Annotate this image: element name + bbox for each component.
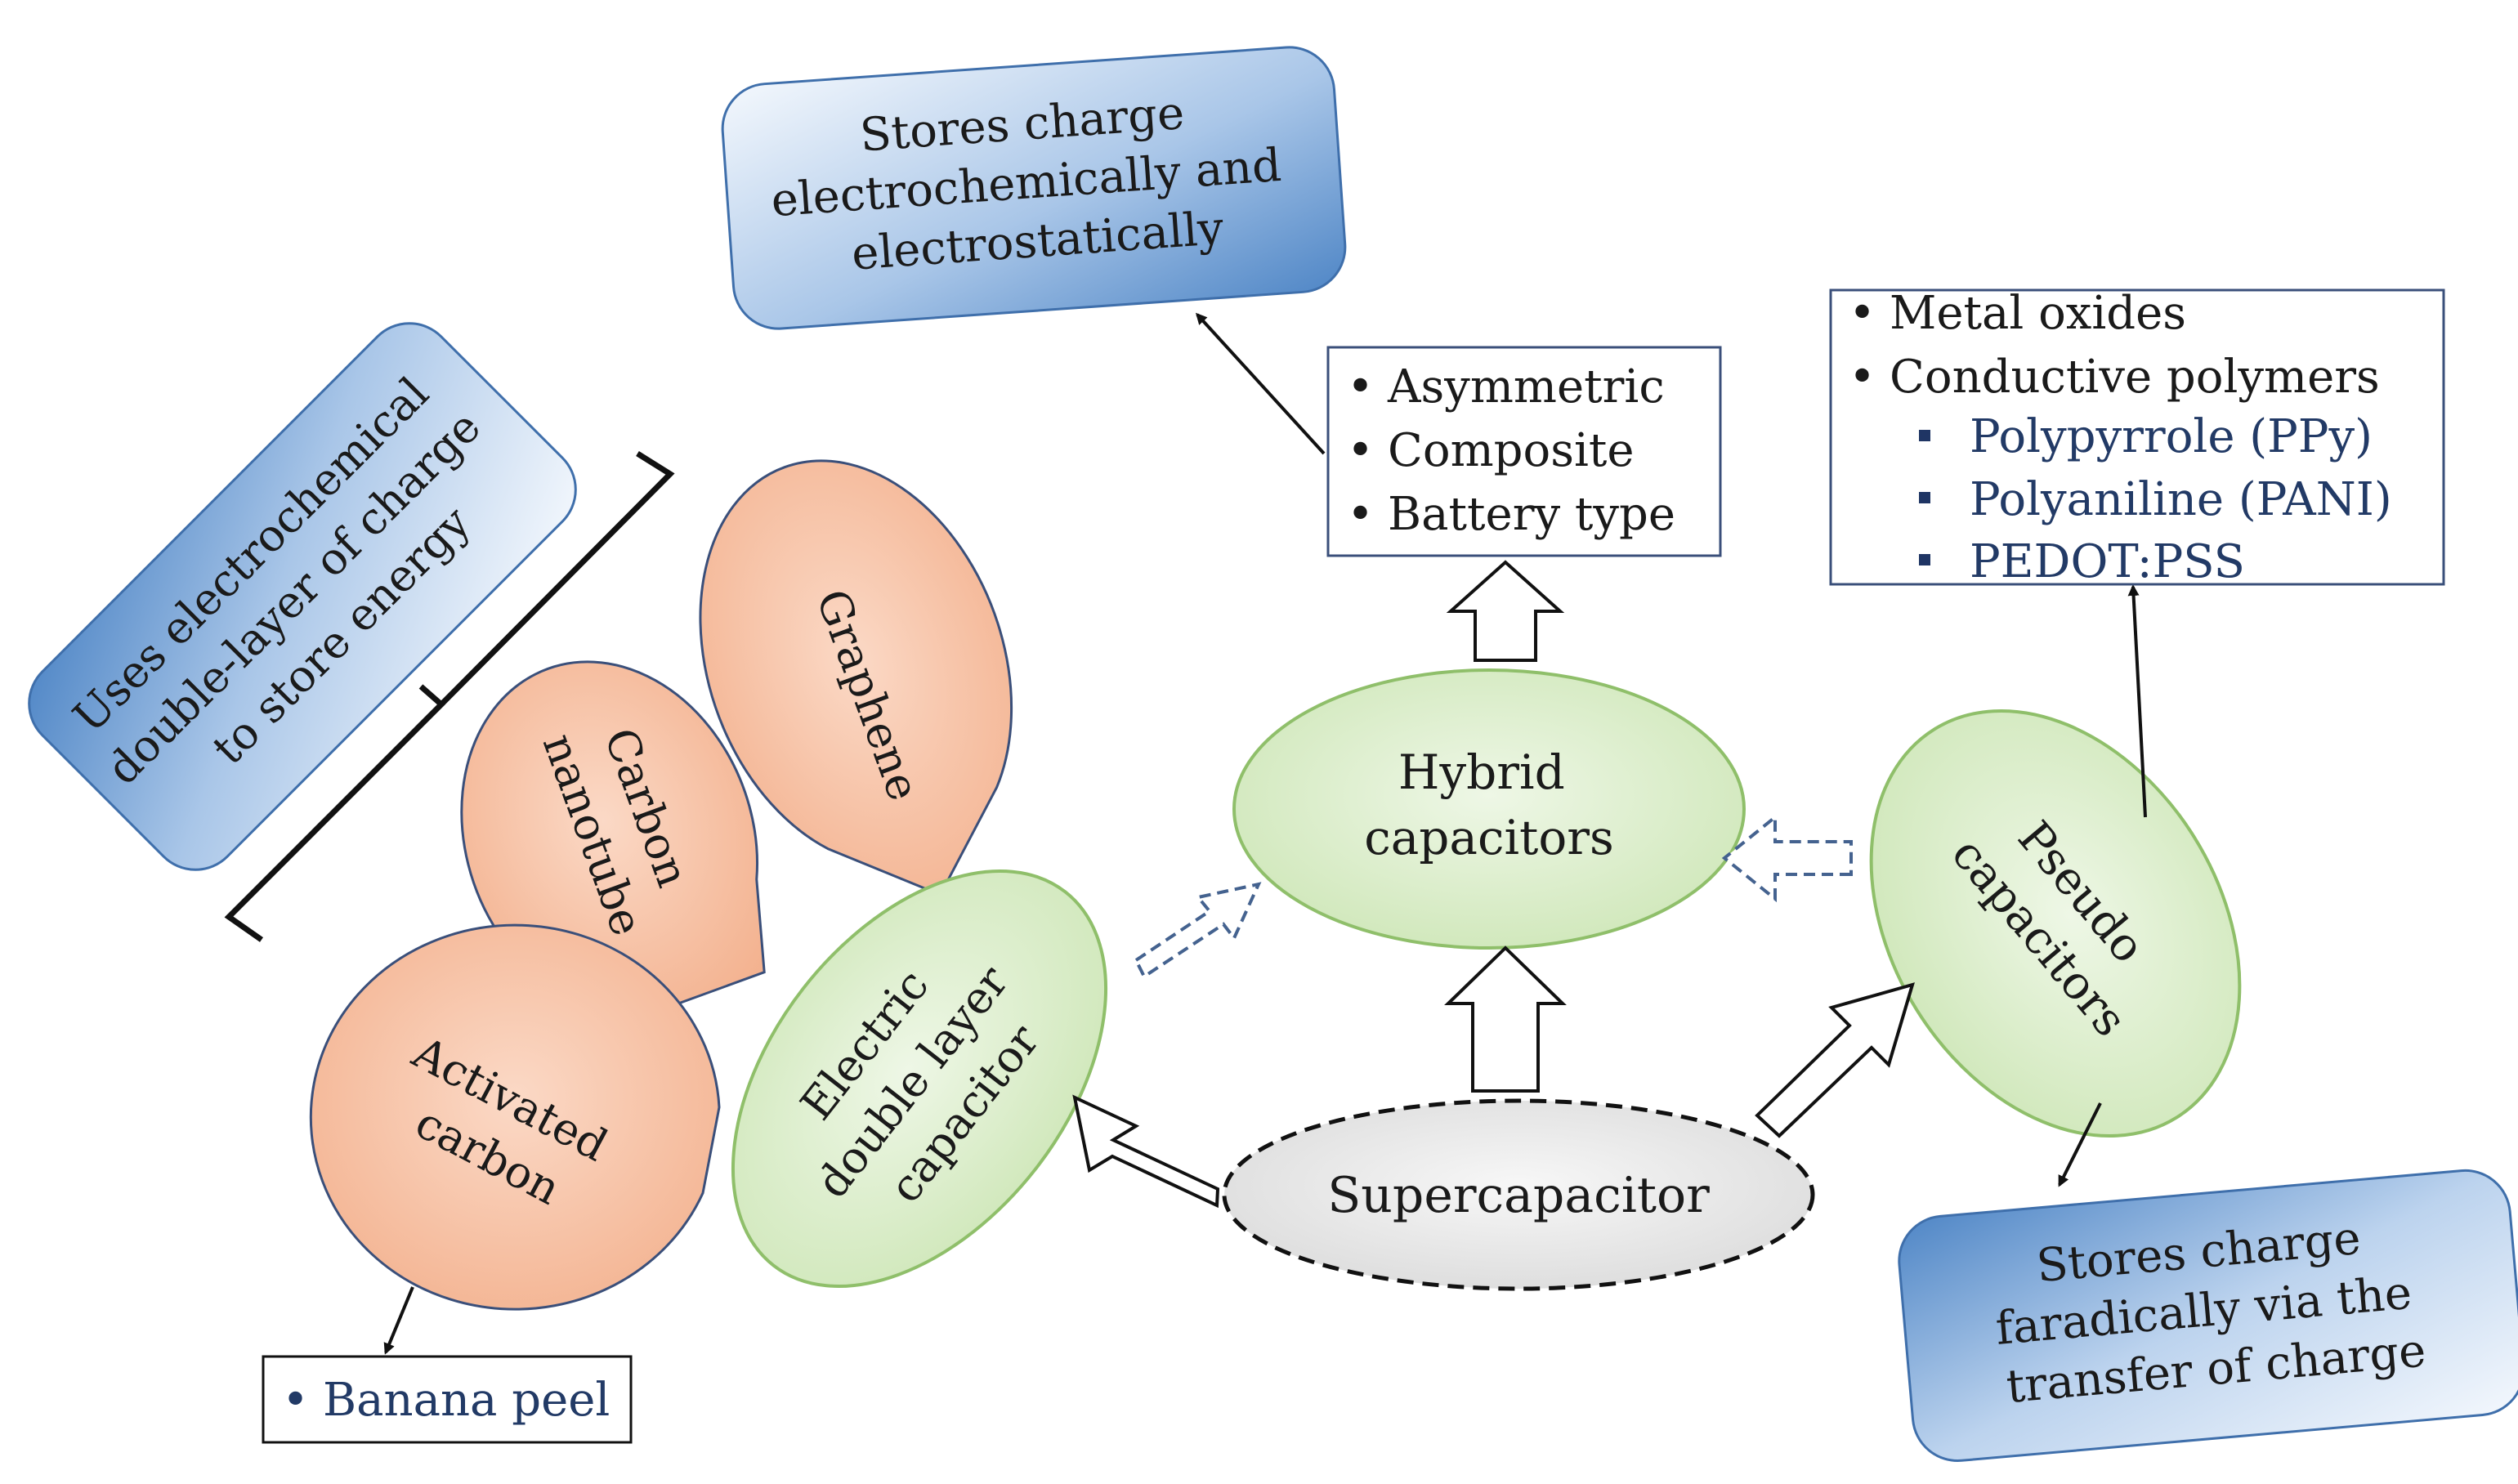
connector-hybrid-types-to-description <box>1195 312 1326 455</box>
square-bullet-icon <box>1919 554 1930 565</box>
supercapacitor-label: Supercapacitor <box>1327 1167 1710 1224</box>
graphene-teardrop: Graphene <box>699 459 1013 896</box>
svg-text:• Battery type: • Battery type <box>1347 488 1675 541</box>
connector-pseudo-to-materials <box>2127 584 2147 818</box>
pseudo-material-item-1: Metal oxides <box>1890 287 2186 340</box>
svg-text:• Asymmetric: • Asymmetric <box>1347 360 1665 413</box>
pseudo-ellipse: Pseudo capacitors <box>1869 708 2242 1138</box>
banana-peel-list: • Banana peel <box>262 1355 633 1444</box>
pseudo-subitem-2: Polyaniline (PANI) <box>1970 473 2392 526</box>
pseudo-description-box: Stores charge faradically via the transf… <box>1898 1169 2518 1462</box>
hybrid-ellipse: Hybrid capacitors <box>1232 668 1746 950</box>
hybrid-description-box: Stores charge electrochemically and elec… <box>721 46 1347 330</box>
dashed-arrow-pseudo-to-hybrid <box>1721 813 1853 903</box>
activated-carbon-teardrop: Activated carbon <box>309 923 721 1311</box>
svg-text:• Conductive polymers: • Conductive polymers <box>1849 351 2380 404</box>
edlc-ellipse: Electric double layer capacitor <box>731 869 1108 1288</box>
svg-text:• Metal oxides: • Metal oxides <box>1849 287 2186 340</box>
dashed-arrow-edlc-to-hybrid <box>1134 882 1262 979</box>
arrow-hybrid-to-types <box>1446 560 1565 662</box>
square-bullet-icon <box>1919 430 1930 441</box>
svg-text:• Banana peel: • Banana peel <box>282 1374 610 1427</box>
svg-text:• Composite: • Composite <box>1347 424 1635 477</box>
pseudo-subitem-3: PEDOT:PSS <box>1970 535 2245 588</box>
arrow-to-hybrid <box>1444 945 1567 1093</box>
hybrid-label-line-2: capacitors <box>1364 810 1614 865</box>
pseudo-materials-list: • Metal oxides • Conductive polymers Pol… <box>1829 287 2445 588</box>
arrow-to-edlc <box>1072 1094 1220 1209</box>
hybrid-label-line-1: Hybrid <box>1398 744 1565 800</box>
square-bullet-icon <box>1919 492 1930 503</box>
pseudo-subitem-1: Polypyrrole (PPy) <box>1970 410 2373 463</box>
supercapacitor-ellipse: Supercapacitor <box>1222 1098 1815 1291</box>
pseudo-material-item-2: Conductive polymers <box>1890 351 2380 404</box>
hybrid-type-item-3: Battery type <box>1388 488 1675 541</box>
arrow-to-pseudo <box>1755 982 1915 1138</box>
banana-peel-item: Banana peel <box>323 1374 610 1427</box>
materials-bracket <box>224 451 675 942</box>
connector-activated-carbon-to-banana <box>383 1286 414 1355</box>
svg-text:Hybrid capacitors: Hybrid capacitors <box>1364 744 1614 865</box>
hybrid-type-item-2: Composite <box>1388 424 1635 477</box>
connector-pseudo-to-description <box>2058 1102 2102 1187</box>
hybrid-type-item-1: Asymmetric <box>1387 360 1665 413</box>
hybrid-types-list: • Asymmetric • Composite • Battery type <box>1326 346 1722 557</box>
